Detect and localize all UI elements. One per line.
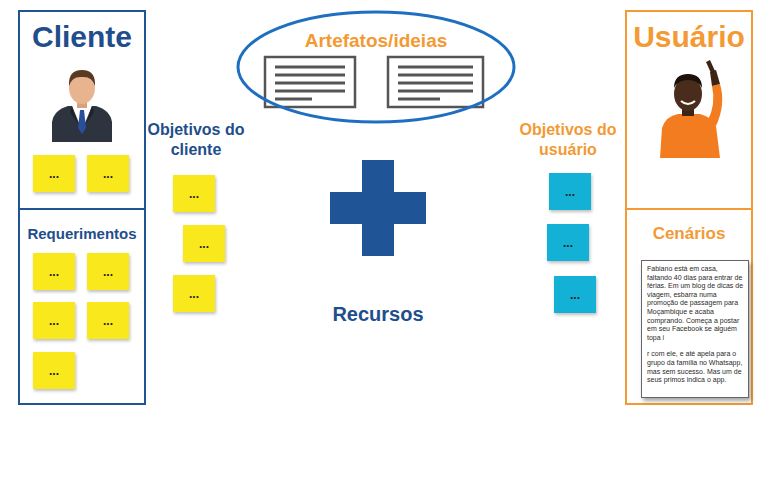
sticky-text: ... — [565, 185, 575, 199]
user-photo — [660, 60, 722, 158]
heading-text: Cenários — [653, 224, 726, 244]
sticky-text: ... — [103, 314, 113, 328]
sticky-note: ... — [87, 302, 129, 339]
free-label: Objetivos do cliente — [141, 120, 251, 160]
client-photo — [52, 70, 112, 142]
sticky-note: ... — [33, 302, 75, 339]
sticky-note: ... — [173, 175, 215, 212]
free-label: Recursos — [298, 302, 458, 326]
panel-section: Requerimentos............... — [20, 208, 144, 403]
sticky-note: ... — [87, 155, 129, 192]
free-label: Objetivos do usuário — [513, 120, 623, 160]
ellipse-shape — [238, 12, 514, 122]
panel-section: CenáriosFabiano está em casa, faltando 4… — [627, 208, 751, 403]
scenario-text: Fabiano está em casa, faltando 40 dias p… — [647, 265, 744, 342]
persona-panel: Cliente......Requerimentos..............… — [18, 10, 146, 405]
sticky-text: ... — [189, 287, 199, 301]
sticky-text: ... — [103, 167, 113, 181]
sticky-text: ... — [49, 167, 59, 181]
sticky-note: ... — [554, 276, 596, 313]
heading-text: Artefatos/ideias — [305, 30, 448, 52]
sticky-note: ... — [183, 225, 225, 262]
ellipse-outline — [236, 10, 516, 124]
heading-text: Usuário — [633, 20, 745, 54]
sticky-text: ... — [49, 364, 59, 378]
heading-text: Requerimentos — [27, 224, 136, 244]
sticky-text: ... — [199, 237, 209, 251]
scenario-text: r com ele, e até apela para o grupo da f… — [647, 350, 744, 384]
sticky-note: ... — [33, 155, 75, 192]
sticky-note: ... — [33, 253, 75, 290]
sticky-note: ... — [549, 173, 591, 210]
heading-text: Cliente — [32, 20, 132, 54]
persona-panel: UsuárioCenáriosFabiano está em casa, fal… — [625, 10, 753, 405]
sticky-note: ... — [87, 253, 129, 290]
sticky-text: ... — [103, 265, 113, 279]
sticky-note: ... — [547, 224, 589, 261]
plus-symbol — [330, 160, 426, 256]
sticky-note: ... — [33, 352, 75, 389]
sticky-text: ... — [570, 288, 580, 302]
document-icon — [265, 57, 355, 107]
scenario-note: Fabiano está em casa, faltando 40 dias p… — [641, 260, 749, 398]
sticky-text: ... — [49, 265, 59, 279]
document-icon — [388, 57, 483, 107]
sticky-text: ... — [563, 236, 573, 250]
ideas-ellipse: Artefatos/ideias — [236, 10, 516, 124]
sticky-text: ... — [189, 187, 199, 201]
sticky-text: ... — [49, 314, 59, 328]
sticky-note: ... — [173, 275, 215, 312]
